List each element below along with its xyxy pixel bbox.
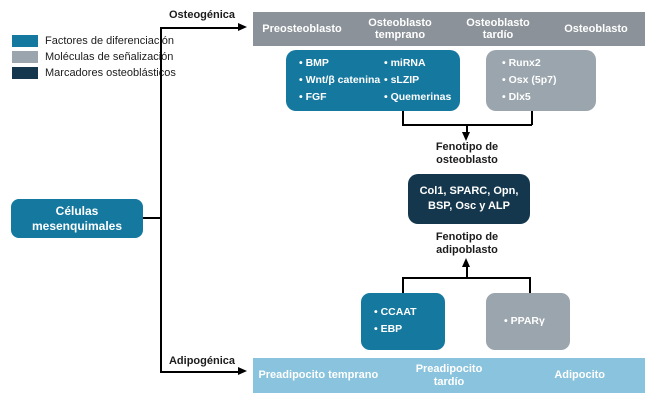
osteogenic-differentiation-factors-box: BMP Wnt/β catenina FGF miRNA sLZIP Queme…	[286, 50, 460, 111]
osteo-arrow-stem	[466, 124, 468, 133]
stage-adipocito: Adipocito	[514, 369, 645, 381]
adipo-up-arrowhead-icon	[462, 258, 470, 267]
adipogenic-differentiation-factors-box: CCAAT EBP	[361, 293, 445, 350]
stage-label: Osteoblasto tardío	[466, 16, 530, 41]
legend: Factores de diferenciación Moléculas de …	[12, 35, 176, 83]
adipo-bracket-line	[402, 277, 531, 279]
osteogenic-arrowhead-icon	[238, 23, 247, 31]
spine-line	[160, 27, 162, 373]
adipogenic-arrowhead-icon	[238, 367, 247, 375]
factor-column: miRNA sLZIP Quemerinas	[384, 55, 452, 111]
factor-item: sLZIP	[384, 72, 451, 89]
factor-item: miRNA	[384, 55, 451, 72]
factor-item: Quemerinas	[384, 89, 452, 106]
navy-swatch-icon	[12, 67, 38, 79]
osteo-down-arrowhead-icon	[462, 132, 470, 141]
stage-osteoblasto-tardio: Osteoblasto tardío	[449, 17, 547, 42]
legend-label: Factores de diferenciación	[45, 35, 175, 47]
osteogenic-signaling-molecules-box: Runx2 Osx (5p7) Dlx5	[486, 50, 596, 111]
factor-item: FGF	[299, 89, 384, 106]
stage-preosteoblasto: Preosteoblasto	[253, 23, 351, 35]
legend-item-differentiation-factors: Factores de diferenciación	[12, 35, 176, 47]
adipogenic-stage-bar: Preadipocito temprano Preadipocito tardí…	[253, 358, 645, 393]
signal-item: PPARγ	[504, 313, 545, 330]
adipogenic-arrow-line	[160, 371, 239, 373]
stage-preadipocito-tardio: Preadipocito tardío	[384, 363, 515, 388]
adipogenic-signaling-molecules-box: PPARγ	[486, 293, 570, 350]
stage-label: Preosteoblasto	[262, 22, 342, 35]
gray-swatch-icon	[12, 51, 38, 63]
osteogenic-stage-bar: Preosteoblasto Osteoblasto temprano Oste…	[253, 12, 645, 46]
factor-item: EBP	[374, 321, 445, 338]
factor-item: CCAAT	[374, 304, 445, 321]
osteo-bracket-right-line	[531, 111, 533, 125]
mesenchymal-cells-box: Células mesenquimales	[11, 199, 143, 238]
signal-item: Runx2	[502, 55, 596, 72]
osteoblastic-markers-box: Col1, SPARC, Opn, BSP, Osc y ALP	[408, 174, 530, 224]
root-connector-line	[143, 217, 161, 219]
osteogenic-branch-label: Osteogénica	[168, 9, 236, 21]
factor-column: BMP Wnt/β catenina FGF	[286, 55, 384, 111]
adipogenic-branch-label: Adipogénica	[168, 355, 235, 367]
teal-swatch-icon	[12, 35, 38, 47]
stage-osteoblasto-temprano: Osteoblasto temprano	[351, 17, 449, 42]
stage-preadipocito-temprano: Preadipocito temprano	[253, 369, 384, 381]
legend-item-osteoblastic-markers: Marcadores osteoblásticos	[12, 67, 176, 79]
legend-label: Marcadores osteoblásticos	[45, 67, 176, 79]
stage-label: Osteoblasto temprano	[368, 16, 432, 41]
legend-label: Moléculas de señalización	[45, 51, 174, 63]
osteogenic-arrow-line	[160, 27, 239, 29]
osteo-bracket-left-line	[402, 111, 404, 125]
stage-label: Preadipocito tardío	[415, 363, 483, 388]
factor-item: BMP	[299, 55, 384, 72]
legend-item-signaling-molecules: Moléculas de señalización	[12, 51, 176, 63]
stage-osteoblasto: Osteoblasto	[547, 23, 645, 35]
signal-item: Dlx5	[502, 89, 596, 106]
signal-item: Osx (5p7)	[502, 72, 596, 89]
stage-label: Preadipocito temprano	[258, 369, 379, 382]
adipo-bracket-left-line	[402, 277, 404, 294]
factor-item: Wnt/β catenina	[299, 72, 384, 89]
adipoblast-phenotype-caption: Fenotipo de adipoblasto	[435, 231, 499, 256]
stage-label: Osteoblasto	[564, 22, 628, 35]
osteoblast-phenotype-caption: Fenotipo de osteoblasto	[435, 141, 499, 166]
adipo-arrow-stem	[466, 266, 468, 278]
stage-label: Adipocito	[554, 369, 606, 382]
adipo-bracket-right-line	[529, 277, 531, 294]
